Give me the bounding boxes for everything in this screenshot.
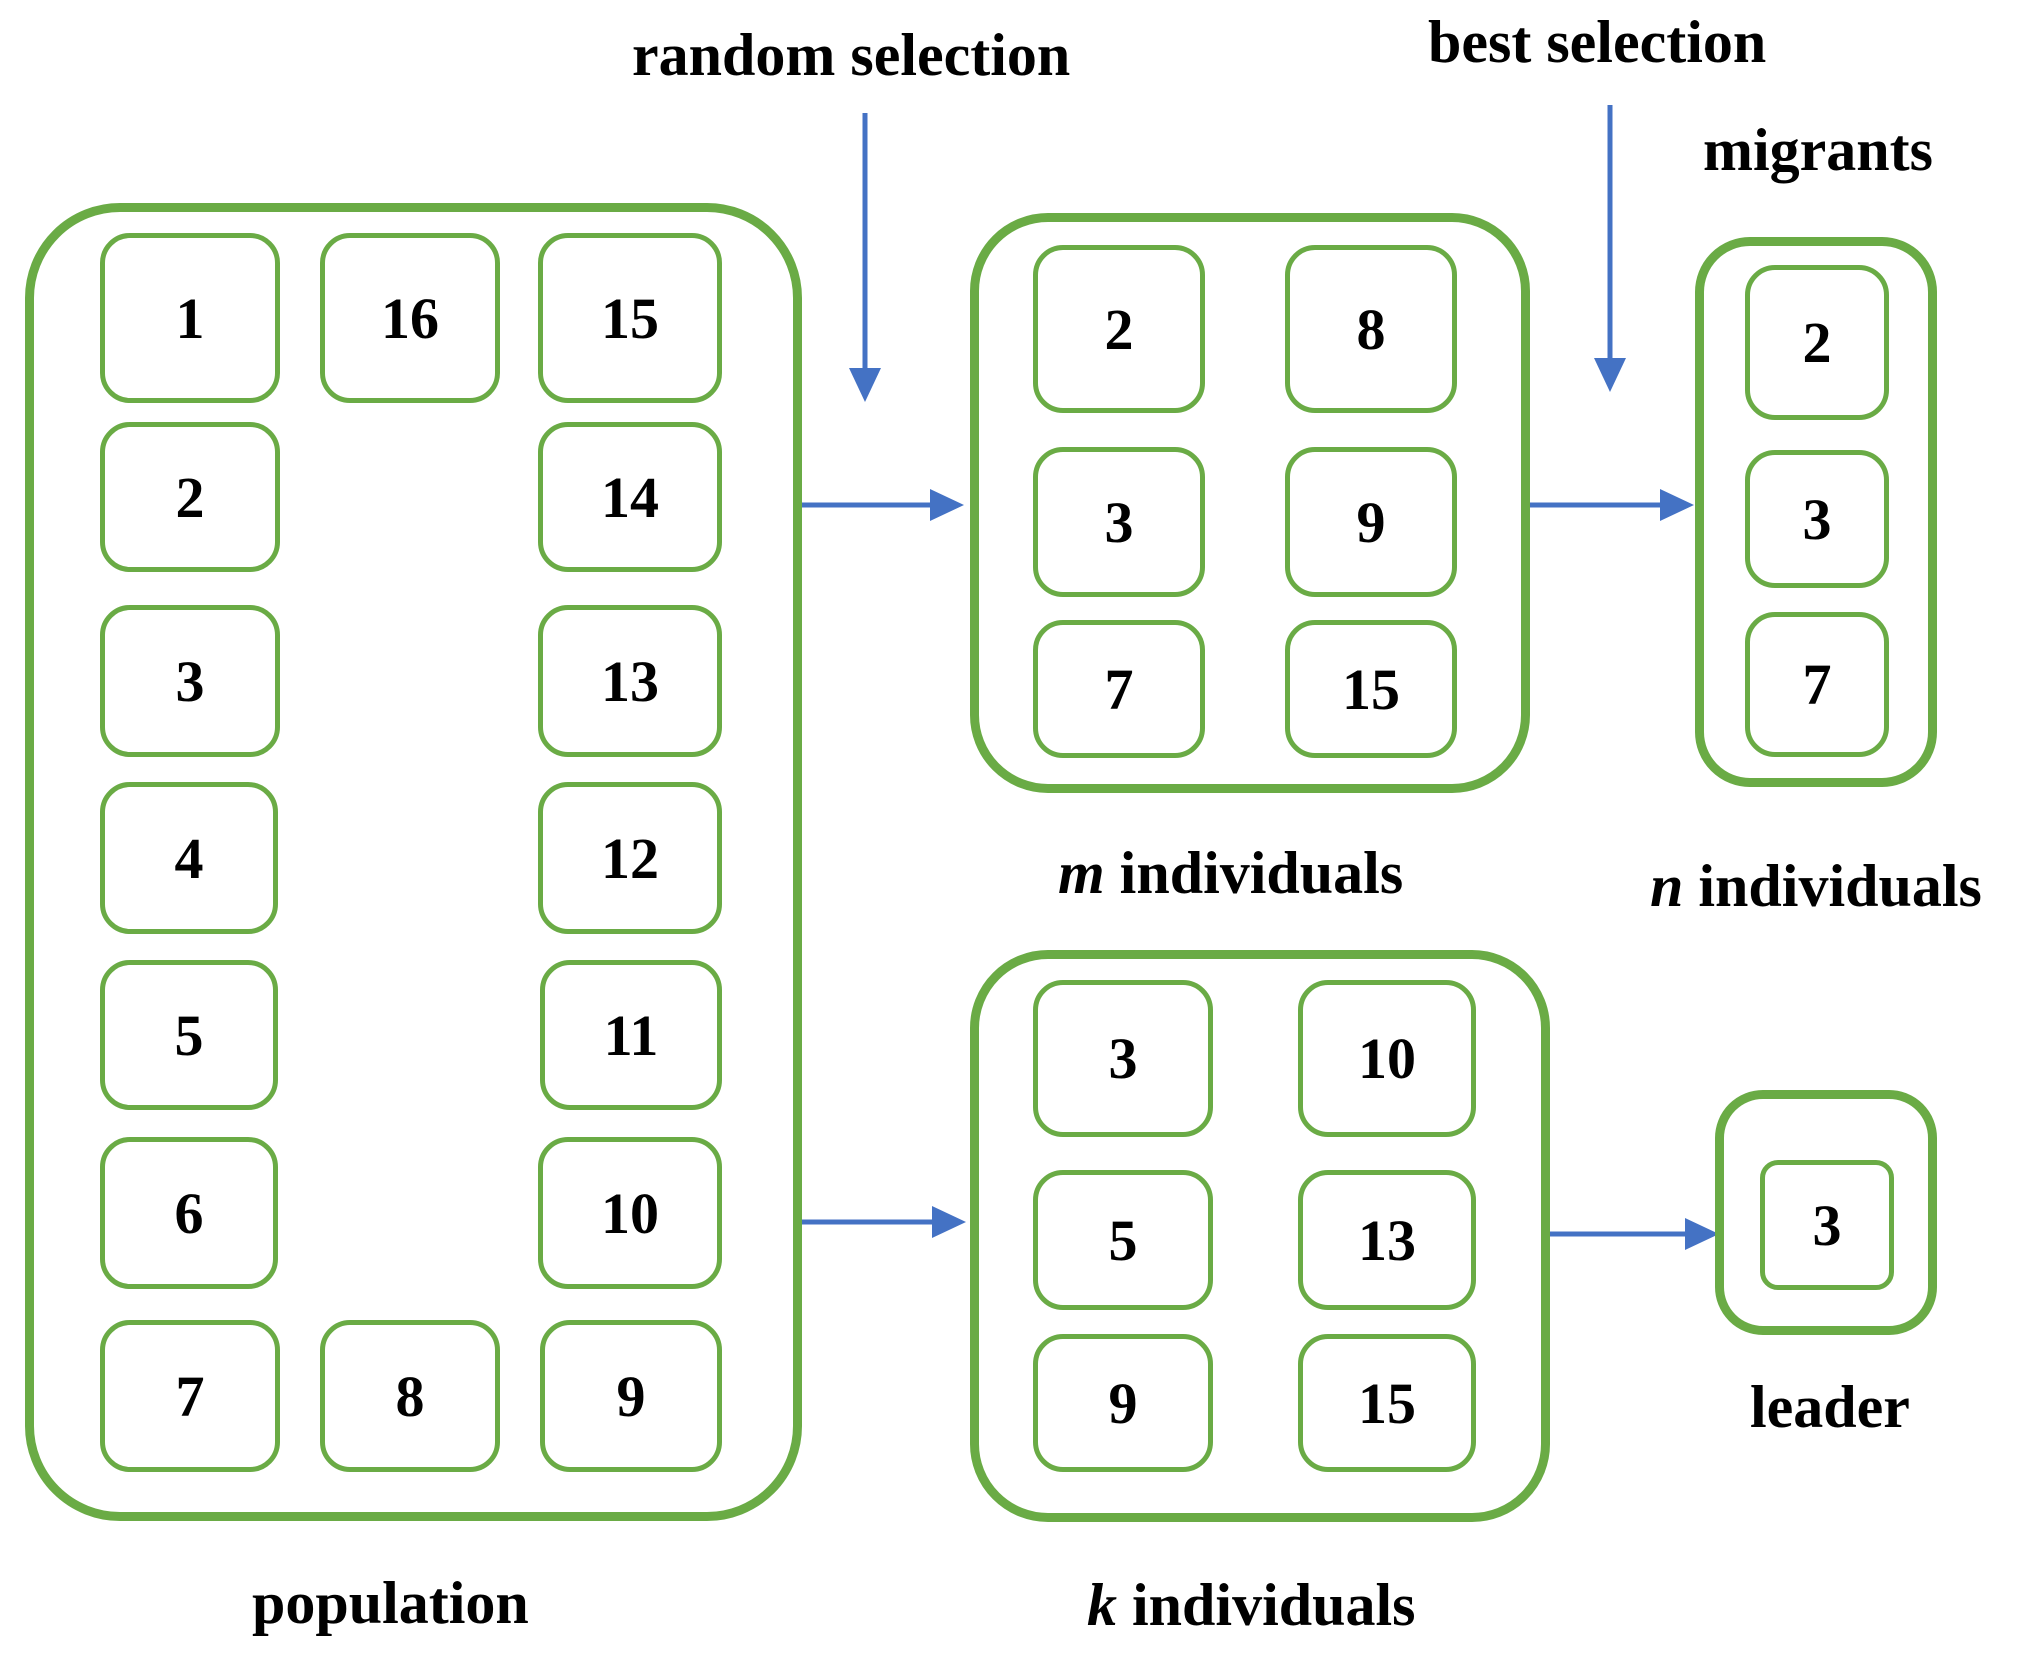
k-individuals-box: [970, 950, 1550, 1522]
k-cell: 13: [1298, 1170, 1476, 1310]
population-box: [25, 203, 802, 1521]
k-cell: 3: [1033, 980, 1213, 1137]
k-variable: k: [1087, 1572, 1117, 1638]
population-cell: 16: [320, 233, 500, 403]
m-cell: 9: [1285, 447, 1457, 597]
m-variable: m: [1058, 840, 1105, 906]
m-cell: 15: [1285, 620, 1457, 758]
k-individuals-text: individuals: [1117, 1572, 1416, 1638]
n-individuals-text: individuals: [1683, 853, 1982, 919]
m-to-migrants-arrowhead: [1660, 489, 1694, 521]
population-cell: 4: [100, 782, 278, 934]
random-selection-label: random selection: [632, 22, 1071, 88]
population-cell: 10: [538, 1137, 722, 1289]
population-cell: 3: [100, 605, 280, 757]
leader-label: leader: [1750, 1374, 1910, 1440]
k-cell: 5: [1033, 1170, 1213, 1310]
population-cell: 5: [100, 960, 278, 1110]
n-variable: n: [1650, 853, 1684, 919]
m-cell: 7: [1033, 620, 1205, 758]
m-cell: 2: [1033, 245, 1205, 413]
m-cell: 8: [1285, 245, 1457, 413]
population-cell: 14: [538, 422, 722, 572]
migrant-cell: 3: [1745, 450, 1889, 588]
migrant-cell: 7: [1745, 612, 1889, 757]
migrants-box: [1695, 237, 1937, 787]
best-selection-arrowhead: [1594, 358, 1626, 392]
population-to-m-arrowhead: [930, 489, 964, 521]
k-to-leader-arrowhead: [1685, 1218, 1719, 1250]
k-individuals-label: k individuals: [1087, 1575, 1416, 1635]
migrant-cell: 2: [1745, 265, 1889, 420]
population-label: population: [252, 1570, 529, 1636]
k-cell: 15: [1298, 1334, 1476, 1472]
population-cell: 13: [538, 605, 722, 757]
population-cell: 1: [100, 233, 280, 403]
population-cell: 15: [538, 233, 722, 403]
m-individuals-label: m individuals: [1058, 843, 1403, 903]
n-individuals-label: n individuals: [1650, 856, 1982, 916]
population-cell: 2: [100, 422, 280, 572]
leader-box: [1715, 1090, 1937, 1335]
population-cell: 7: [100, 1320, 280, 1472]
population-cell: 8: [320, 1320, 500, 1472]
m-cell: 3: [1033, 447, 1205, 597]
k-cell: 9: [1033, 1334, 1213, 1472]
population-to-k-arrowhead: [932, 1206, 966, 1238]
population-cell: 11: [540, 960, 722, 1110]
population-cell: 9: [540, 1320, 722, 1472]
migrants-label: migrants: [1703, 117, 1933, 183]
k-cell: 10: [1298, 980, 1476, 1137]
m-individuals-text: individuals: [1104, 840, 1404, 906]
m-individuals-box: [970, 213, 1530, 793]
population-cell: 12: [538, 782, 722, 934]
leader-cell: 3: [1760, 1160, 1894, 1290]
random-selection-arrowhead: [849, 368, 881, 402]
best-selection-label: best selection: [1428, 9, 1767, 75]
population-cell: 6: [100, 1137, 278, 1289]
